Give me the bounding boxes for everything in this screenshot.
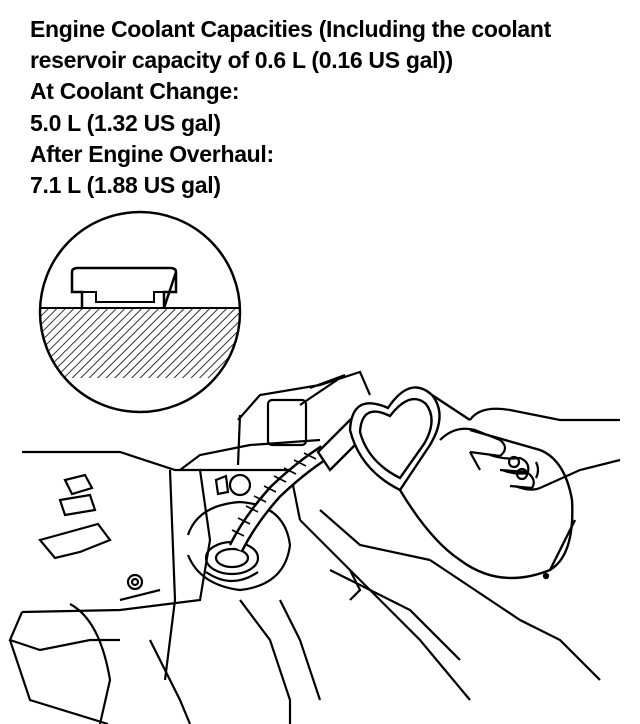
engine-bay-drawing xyxy=(10,372,600,724)
coolant-level-detail-inset xyxy=(40,212,250,412)
hand-drawing xyxy=(440,409,620,490)
